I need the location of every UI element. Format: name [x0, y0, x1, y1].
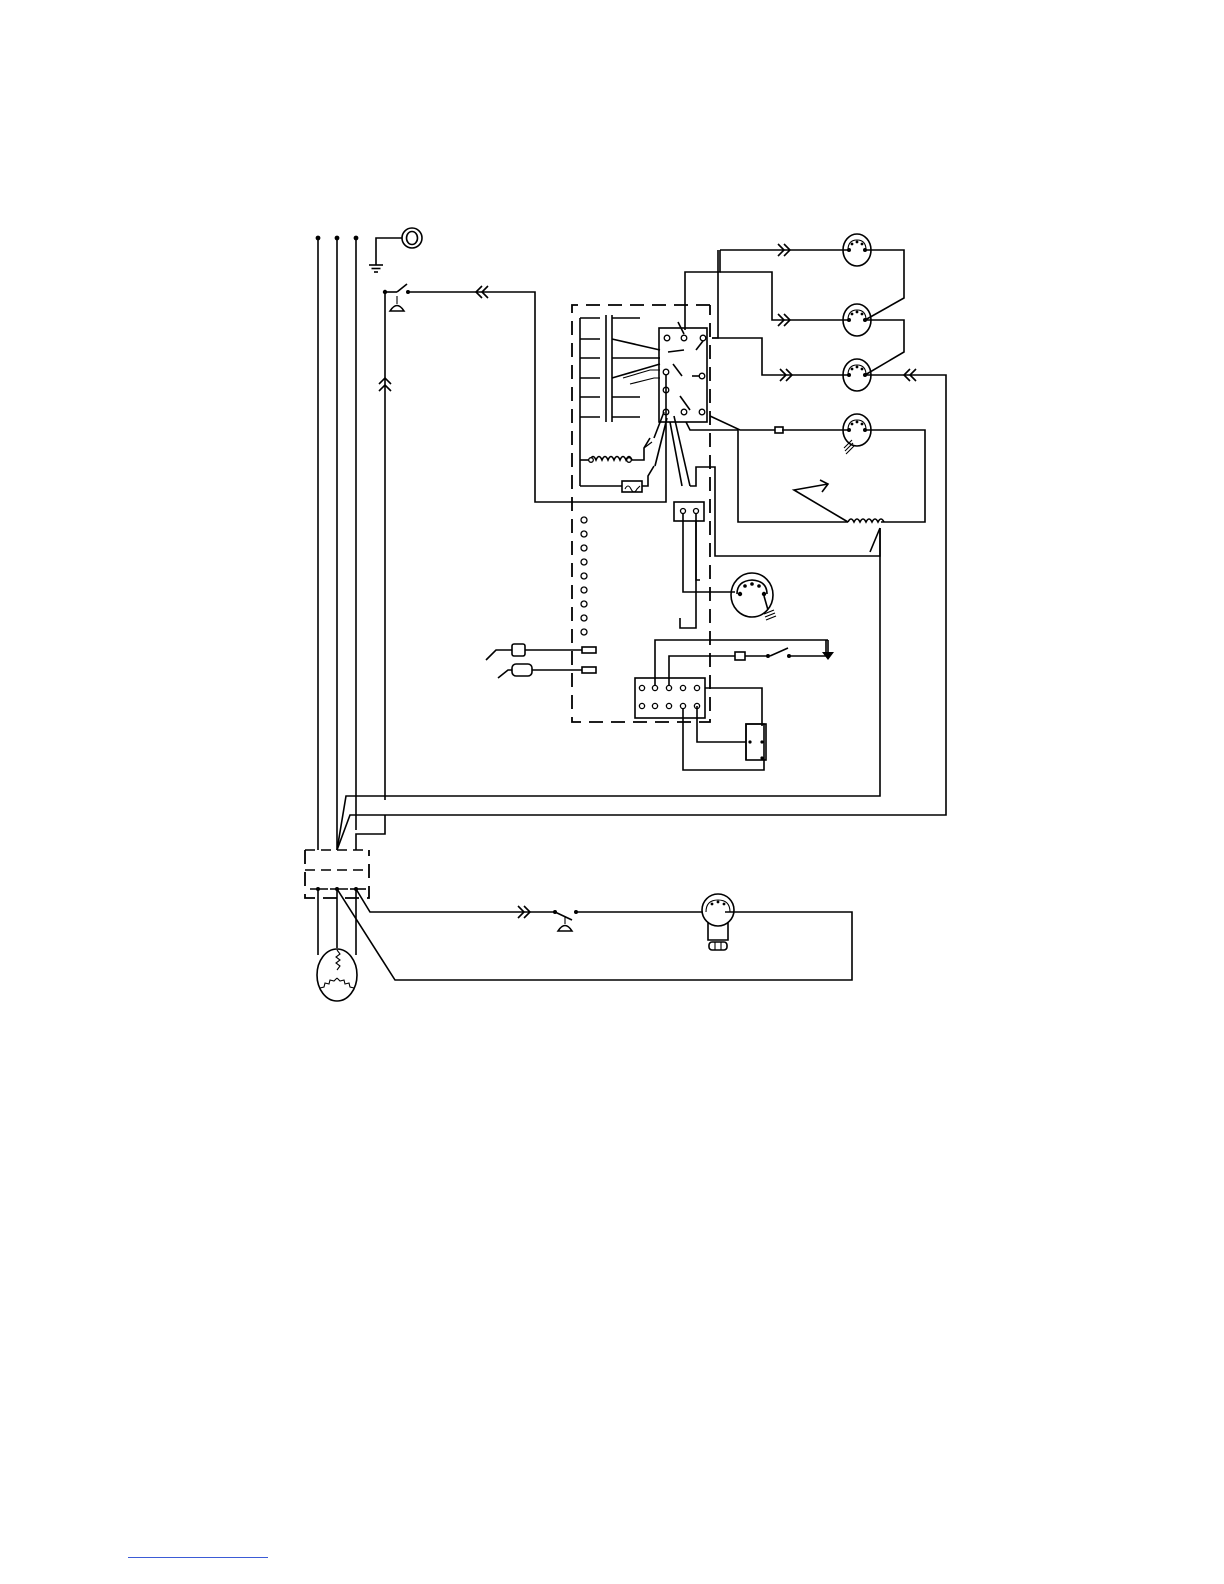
ground-icon	[369, 238, 402, 272]
terminal-board	[635, 640, 834, 770]
terminal-strip	[581, 517, 587, 635]
overload	[580, 418, 667, 492]
fan-motor-4	[843, 414, 871, 454]
control-box	[572, 305, 710, 722]
double-terminal	[674, 502, 735, 628]
relay-coil	[580, 412, 664, 486]
return-wires	[337, 528, 880, 850]
fan-motor-middle	[731, 573, 776, 620]
contactor	[580, 315, 660, 422]
pump-motor-icon	[702, 894, 734, 950]
footer-rule	[128, 1557, 268, 1558]
motor-contactor	[305, 850, 852, 980]
lamp-icon	[402, 228, 422, 248]
heater-element	[794, 480, 884, 552]
relay-wiring	[666, 375, 880, 556]
fan-wiring	[385, 244, 946, 815]
pump-circuit	[518, 906, 702, 931]
three-phase-motor-icon	[317, 949, 357, 1001]
probe-sensors	[486, 644, 596, 678]
supply-lines	[316, 236, 359, 850]
